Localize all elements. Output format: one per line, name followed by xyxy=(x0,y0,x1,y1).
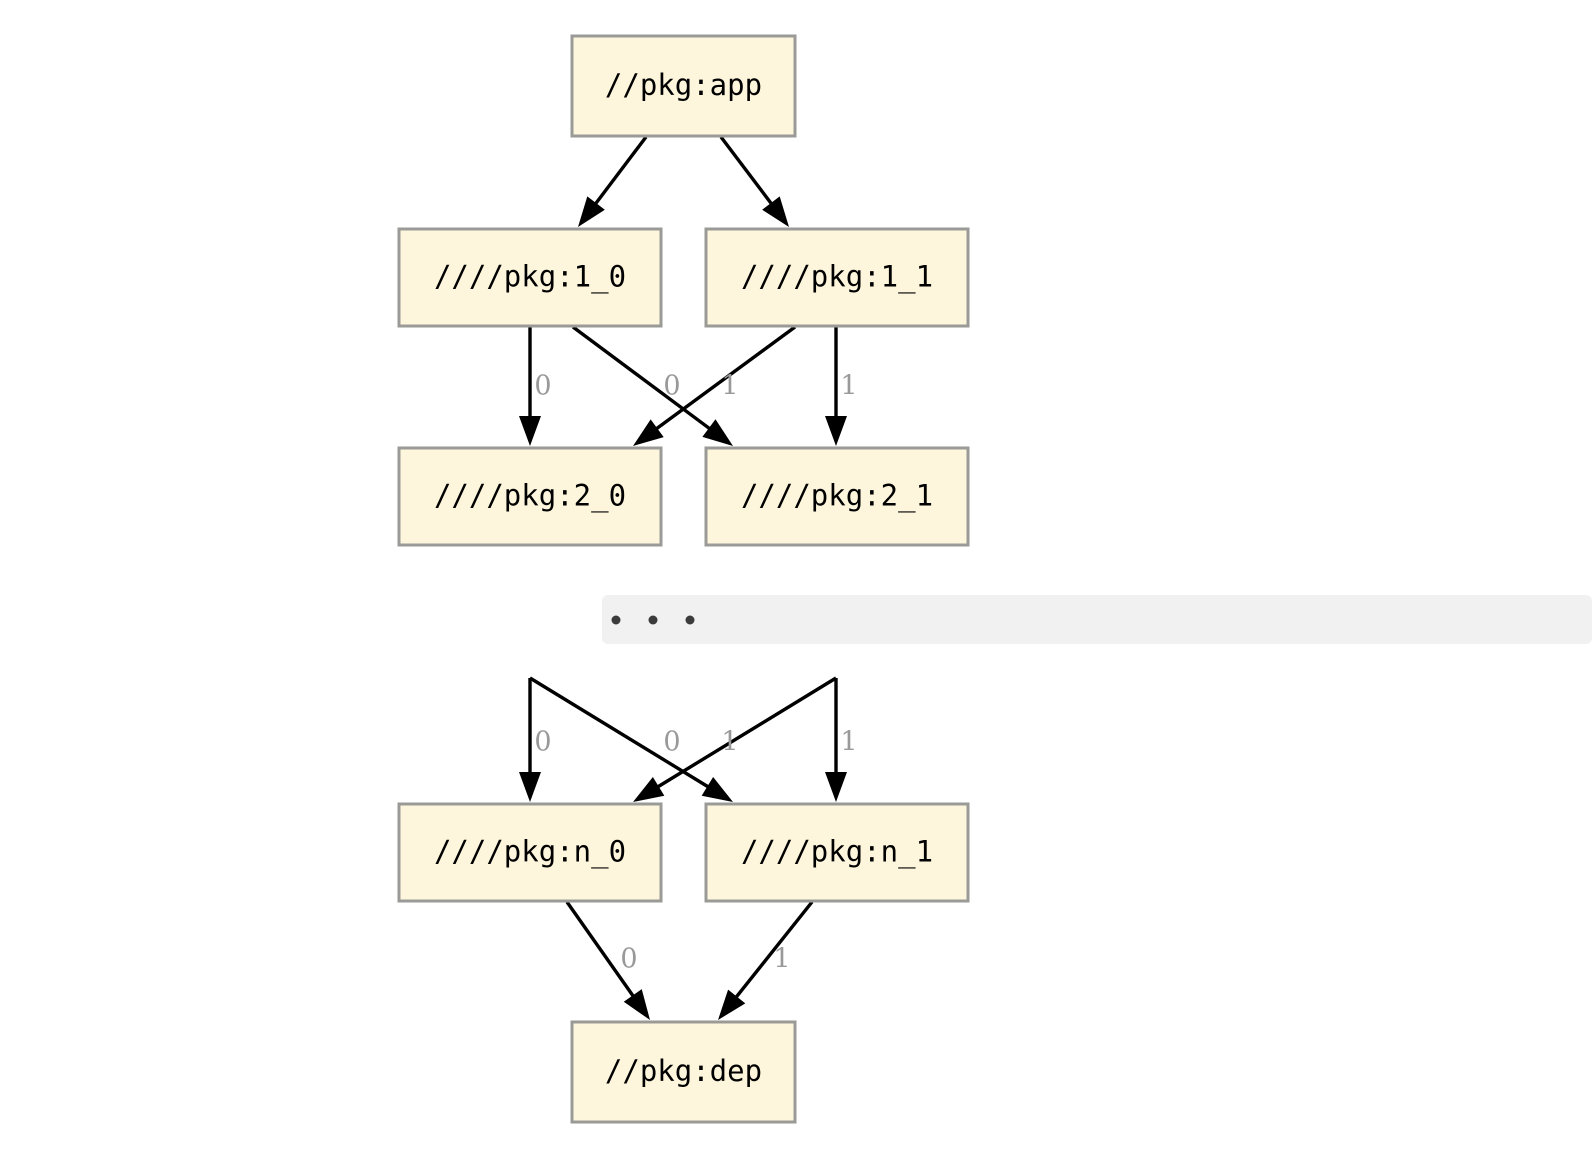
graph-node-l2_0[interactable]: ////pkg:2_0 xyxy=(397,446,663,547)
edge-line xyxy=(731,900,814,1003)
edge-arrowhead xyxy=(519,772,541,802)
node-label: //pkg:app xyxy=(605,68,762,102)
edge-arrowhead xyxy=(701,776,733,802)
node-box[interactable] xyxy=(570,34,797,138)
node-label: ////pkg:n_1 xyxy=(741,835,933,870)
node-box[interactable] xyxy=(570,1020,797,1124)
graph-node-l1_0[interactable]: ////pkg:1_0 xyxy=(397,227,663,328)
ellipsis-dot xyxy=(648,615,658,625)
edge-label: 0 xyxy=(620,944,637,975)
graph-edge: 0 xyxy=(519,678,552,802)
graph-node-app[interactable]: //pkg:app xyxy=(570,34,797,138)
graph-node-ln_1[interactable]: ////pkg:n_1 xyxy=(704,802,970,903)
edge-label: 1 xyxy=(840,371,857,402)
edge-arrowhead xyxy=(519,416,541,446)
node-box[interactable] xyxy=(397,802,663,903)
graph-edge: 1 xyxy=(718,900,814,1020)
edges-layer: 0 0 1 1 0 0 1 1 0 1 xyxy=(519,135,858,1020)
graph-edge xyxy=(719,135,789,227)
edge-line xyxy=(651,325,797,434)
edge-arrowhead xyxy=(623,989,650,1020)
edge-label: 1 xyxy=(721,727,738,758)
edge-arrowhead xyxy=(702,419,733,446)
edge-label: 1 xyxy=(840,727,857,758)
edge-line xyxy=(565,901,638,1002)
graph-edge xyxy=(578,135,648,227)
node-label: ////pkg:2_0 xyxy=(434,479,626,514)
graph-edge: 0 xyxy=(519,327,552,446)
graph-edge: 1 xyxy=(633,325,797,446)
ellipsis-band xyxy=(602,595,1592,644)
node-label: ////pkg:n_0 xyxy=(434,835,626,870)
graph-edge: 0 xyxy=(571,325,733,446)
edge-arrowhead xyxy=(633,776,665,802)
ellipsis-dot xyxy=(611,615,621,625)
nodes-layer: //pkg:app ////pkg:1_0 ////pkg:1_1 ////pkg:2… xyxy=(397,34,970,1124)
node-label: ////pkg:1_0 xyxy=(434,260,626,295)
edge-line xyxy=(571,325,715,434)
edge-arrowhead xyxy=(578,196,605,227)
node-box[interactable] xyxy=(704,802,970,903)
edge-label: 0 xyxy=(534,727,551,758)
graph-edge: 1 xyxy=(633,676,837,802)
graph-node-l1_1[interactable]: ////pkg:1_1 xyxy=(704,227,970,328)
node-label: ////pkg:2_1 xyxy=(741,479,933,514)
edge-arrowhead xyxy=(633,419,664,446)
graph-node-l2_1[interactable]: ////pkg:2_1 xyxy=(704,446,970,547)
edge-label: 0 xyxy=(534,371,551,402)
edge-line xyxy=(652,676,837,791)
graph-edge: 0 xyxy=(529,676,733,802)
edge-arrowhead xyxy=(825,772,847,802)
edge-arrowhead xyxy=(718,989,746,1020)
edge-label: 0 xyxy=(663,371,680,402)
edge-arrowhead xyxy=(825,416,847,446)
edge-label: 1 xyxy=(721,371,738,402)
ellipsis-band-rect xyxy=(602,595,1592,644)
edge-line xyxy=(529,676,714,791)
node-box[interactable] xyxy=(397,446,663,547)
graph-edge: 0 xyxy=(565,901,650,1020)
node-box[interactable] xyxy=(704,227,970,328)
node-box[interactable] xyxy=(704,446,970,547)
graph-edge: 1 xyxy=(825,678,858,802)
node-label: ////pkg:1_1 xyxy=(741,260,933,295)
edge-line xyxy=(591,135,648,209)
graph-node-dep[interactable]: //pkg:dep xyxy=(570,1020,797,1124)
edge-label: 1 xyxy=(773,944,790,975)
graph-edge: 1 xyxy=(825,327,858,446)
edge-arrowhead xyxy=(762,196,789,227)
edge-label: 0 xyxy=(663,727,680,758)
node-box[interactable] xyxy=(397,227,663,328)
ellipsis-dot xyxy=(685,615,695,625)
edge-line xyxy=(719,135,776,209)
node-label: //pkg:dep xyxy=(605,1054,762,1088)
graph-node-ln_0[interactable]: ////pkg:n_0 xyxy=(397,802,663,903)
